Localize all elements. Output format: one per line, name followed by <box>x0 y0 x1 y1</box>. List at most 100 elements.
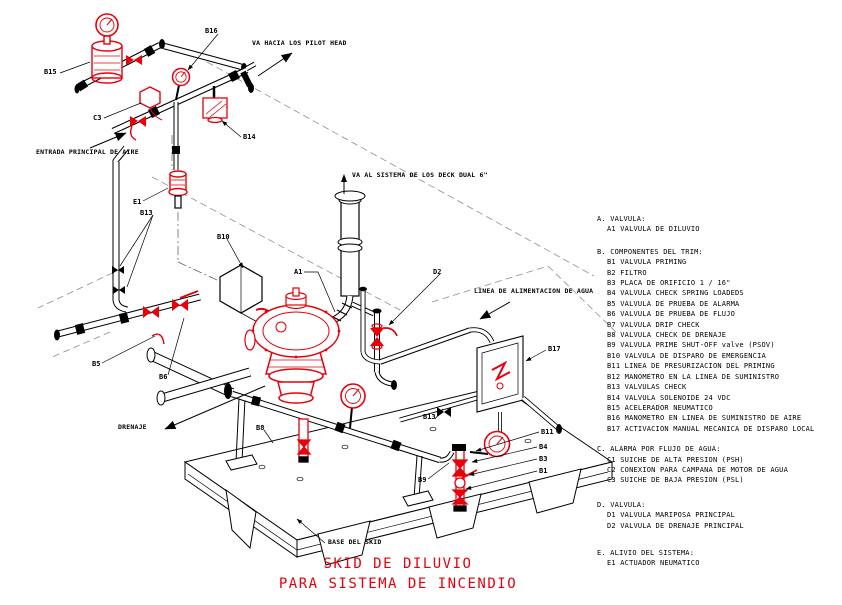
callout-B6: B6 <box>159 373 168 381</box>
priming-trim <box>402 430 511 512</box>
callout-B16: B16 <box>205 27 218 35</box>
air-supply-gauge <box>171 67 191 101</box>
callout-leaders <box>59 33 547 544</box>
legend-section-a: A. VALVULA: A1 VALVULA DE DILUVIO <box>597 214 814 235</box>
deluge-valve <box>244 287 341 404</box>
legend-item: B4 VALVULA CHECK SPRING LOADEDS <box>607 289 744 298</box>
skid-foot <box>528 468 582 514</box>
legend-section-header: A. VALVULA: <box>597 215 646 223</box>
drip-check-drop <box>296 418 312 463</box>
legend-item: B6 VALVULA DE PRUEBA DE FLUJO <box>607 310 736 319</box>
callout-B3: B3 <box>539 455 548 463</box>
solenoid-valve <box>202 86 228 124</box>
main-drain-valve <box>370 323 398 350</box>
legend-section-header: D. VALVULA: <box>597 500 646 509</box>
legend-section-header: B. COMPONENTES DEL TRIM: <box>597 247 703 256</box>
legend-item: C3 SUICHE DE BAJA PRESION (PSL) <box>607 476 744 485</box>
callout-B13-left: B13 <box>140 209 153 217</box>
red-elbow <box>151 333 165 345</box>
pilot-head-arrow <box>257 52 293 77</box>
legend: A. VALVULA: A1 VALVULA DE DILUVIO B. COMPO… <box>597 214 814 577</box>
legend-item: B13 VALVULAS CHECK <box>607 383 687 392</box>
trip-handle <box>491 360 511 382</box>
legend-section-b: B. COMPONENTES DEL TRIM: B1 VALVULA PRIMI… <box>597 247 814 434</box>
flow-arrow-up <box>341 174 347 194</box>
skid-base <box>183 385 614 566</box>
legend-item: D1 VALVULA MARIPOSA PRINCIPAL <box>607 511 736 520</box>
base-bolt-holes <box>258 426 532 482</box>
annotation-entrada-principal-aire: ENTRADA PRINCIPAL DE AIRE <box>36 148 139 156</box>
air-accelerator-gauge <box>95 13 119 37</box>
callout-B9: B9 <box>418 476 427 484</box>
legend-item: B15 ACELERADOR NEUMATICO <box>607 403 713 412</box>
pneumatic-actuator <box>168 170 188 209</box>
callout-B17: B17 <box>548 345 561 353</box>
low-pressure-switch <box>139 86 163 121</box>
legend-item: C1 SUICHE DE ALTA PRESION (PSH) <box>607 455 744 464</box>
legend-section-header: C. ALARMA POR FLUJO DE AGUA: <box>597 445 721 454</box>
annotation-arrows <box>89 52 511 430</box>
callout-B8: B8 <box>256 424 265 432</box>
legend-item: B11 LINEA DE PRESURIZACION DEL PRIMING <box>607 362 775 371</box>
legend-item: B2 FILTRO <box>607 268 647 277</box>
title-line-2: PARA SISTEMA DE INCENDIO <box>278 576 518 592</box>
legend-item: C2 CONEXION PARA CAMPANA DE MOTOR DE AGU… <box>607 465 788 474</box>
air-supply-trim <box>74 13 257 209</box>
legend-item: D2 VALVULA DE DRENAJE PRINCIPAL <box>607 521 744 530</box>
callout-B14: B14 <box>243 133 256 141</box>
legend-section-e: E. ALIVIO DEL SISTEMA: E1 ACTUADOR NEUMAT… <box>597 548 814 569</box>
legend-section-d: D. VALVULA: D1 VALVULA MARIPOSA PRINCIPAL… <box>597 500 814 531</box>
pipe-support <box>225 397 258 471</box>
annotation-va-al-sistema-deck: VA AL SISTEMA DE LOS DECK DUAL 6" <box>352 171 488 179</box>
annotation-va-hacia-pilot-head: VA HACIA LOS PILOT HEAD <box>252 39 347 47</box>
left-drain-trim <box>54 160 258 471</box>
skid-foot <box>317 520 371 566</box>
callout-B11: B11 <box>541 428 554 436</box>
legend-item: B17 ACTIVACION MANUAL MECANICA DE DISPAR… <box>607 424 815 433</box>
title-line-1: SKID DE DILUVIO <box>323 556 473 572</box>
flow-test-valve <box>172 290 199 311</box>
legend-item: B9 VALVULA PRIME SHUT-OFF valve (PSOV) <box>607 341 775 350</box>
legend-item: B1 VALVULA PRIMING <box>607 258 687 267</box>
legend-item: B3 PLACA DE ORIFICIO 1 / 16" <box>607 279 731 288</box>
manual-trip-box <box>476 335 524 434</box>
check-valve <box>113 286 125 294</box>
legend-item: B5 VALVULA DE PRUEBA DE ALARMA <box>607 299 740 308</box>
check-valve <box>112 266 124 274</box>
legend-item: B8 VALVULA CHECK DE DRENAJE <box>607 331 727 340</box>
alarm-test-valve <box>143 306 159 318</box>
air-line-valve <box>126 55 142 65</box>
callout-B5: B5 <box>92 360 101 368</box>
supply-line-gauge <box>340 383 366 429</box>
legend-item: B12 MANOMETRO EN LA LINEA DE SUMINISTRO <box>607 372 780 381</box>
drain-arrow <box>164 385 266 430</box>
callout-B1: B1 <box>539 467 548 475</box>
legend-section-c: C. ALARMA POR FLUJO DE AGUA:C1 SUICHE DE… <box>597 444 814 486</box>
skid-foot <box>225 488 257 550</box>
legend-item: E1 ACTUADOR NEUMATICO <box>607 559 700 568</box>
callout-A1: A1 <box>294 268 303 276</box>
callout-D2: D2 <box>433 268 442 276</box>
legend-item: B10 VALVULA DE DISPARO DE EMERGENCIA <box>607 351 766 360</box>
legend-item: B7 VALVULA DRIP CHECK <box>607 320 700 329</box>
air-inlet-arrow <box>89 132 127 149</box>
legend-item: B16 MANOMETRO EN LINEA DE SUMINISTRO DE … <box>607 414 802 423</box>
annotation-drenaje: DRENAJE <box>118 423 147 431</box>
legend-section-header: E. ALIVIO DEL SISTEMA: <box>597 548 695 557</box>
callout-B13-right: B13 <box>423 413 436 421</box>
legend-item: A1 VALVULA DE DILUVIO <box>607 225 700 234</box>
annotation-linea-alimentacion-agua: LINEA DE ALIMENTACION DE AGUA <box>474 287 594 295</box>
callout-E1: E1 <box>133 198 142 206</box>
riser-and-deluge-valve <box>156 174 441 464</box>
air-inlet-valve <box>129 116 146 141</box>
annotation-base-del-skid: BASE DEL SKID <box>328 538 382 546</box>
callout-C3: C3 <box>93 114 102 122</box>
callout-B4: B4 <box>539 443 548 451</box>
riser-bell <box>334 190 366 202</box>
drawing-title: SKID DE DILUVIO PARA SISTEMA DE INCENDIO <box>178 554 618 594</box>
pipe-support <box>402 455 434 507</box>
callout-B15: B15 <box>44 68 57 76</box>
priming-gauge <box>469 430 511 458</box>
